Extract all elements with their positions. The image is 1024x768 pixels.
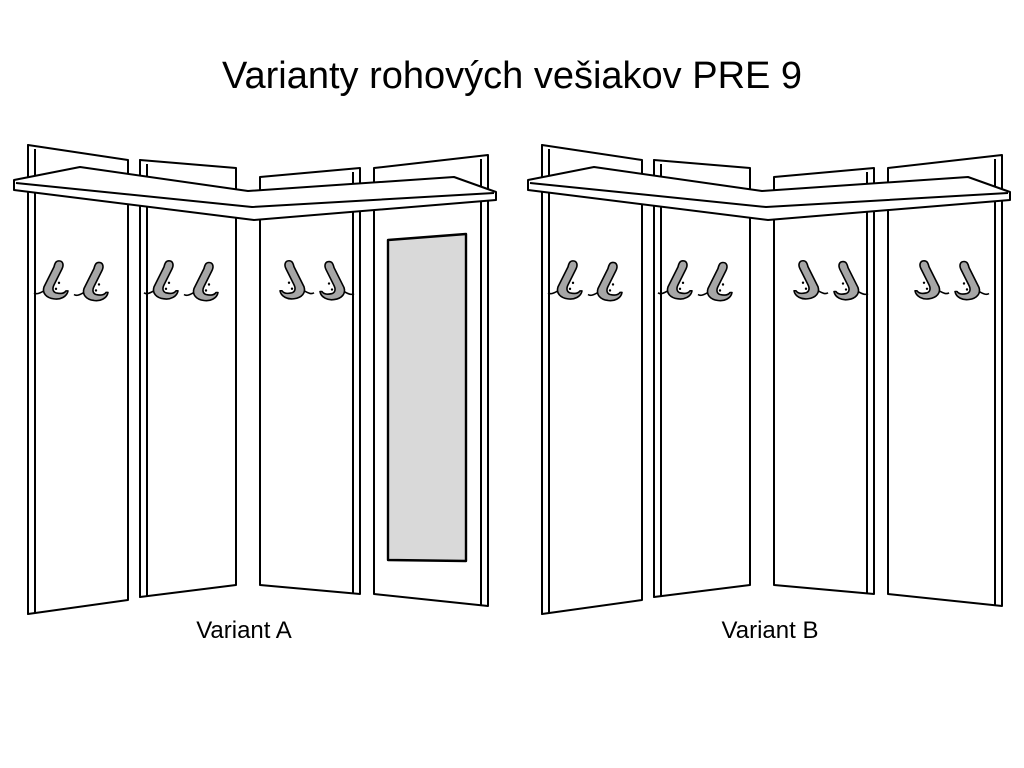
panel-b-2 [653,159,751,598]
variant-b-drawing [527,144,1011,615]
variant-a-label: Variant A [196,617,292,644]
top-shelf-a [13,166,497,221]
coat-hook-icon [279,259,315,300]
shelf-outline [527,166,1011,221]
panel-a-1 [27,144,129,615]
coat-hook-icon [33,260,69,300]
panel-b-3 [773,167,875,595]
coat-hook-icon [833,260,869,301]
panel-b-1 [541,144,643,615]
shelf-front-line [529,182,1009,208]
coat-hook-icon [914,259,950,300]
shelf-front-line [15,182,495,208]
variant-b-label: Variant B [721,617,819,644]
panel-b-4 [887,154,1003,607]
panel-face [887,154,1003,607]
coat-hook-icon [319,260,355,301]
top-shelf-b [527,166,1011,221]
mirror [386,232,468,563]
panel-face [27,144,129,615]
panel-face [773,167,875,595]
variant-a-drawing [13,144,497,615]
page-title: Varianty rohových vešiakov PRE 9 [221,55,803,97]
panel-a-3 [259,167,361,595]
panel-a-4 [373,154,489,607]
panel-face [259,167,361,595]
panel-face [541,144,643,615]
coat-hook-icon [73,261,109,302]
shelf-outline [13,166,497,221]
coat-hook-icon [657,260,693,300]
coat-hook-icon [954,260,990,301]
coat-hook-icon [183,261,219,302]
panel-face [139,159,237,598]
coat-hook-icon [793,259,829,300]
panel-face [653,159,751,598]
coat-hook-icon [587,261,623,302]
panel-a-2 [139,159,237,598]
coat-hook-icon [697,261,733,302]
coat-hook-icon [143,260,179,300]
coat-hook-icon [547,260,583,300]
